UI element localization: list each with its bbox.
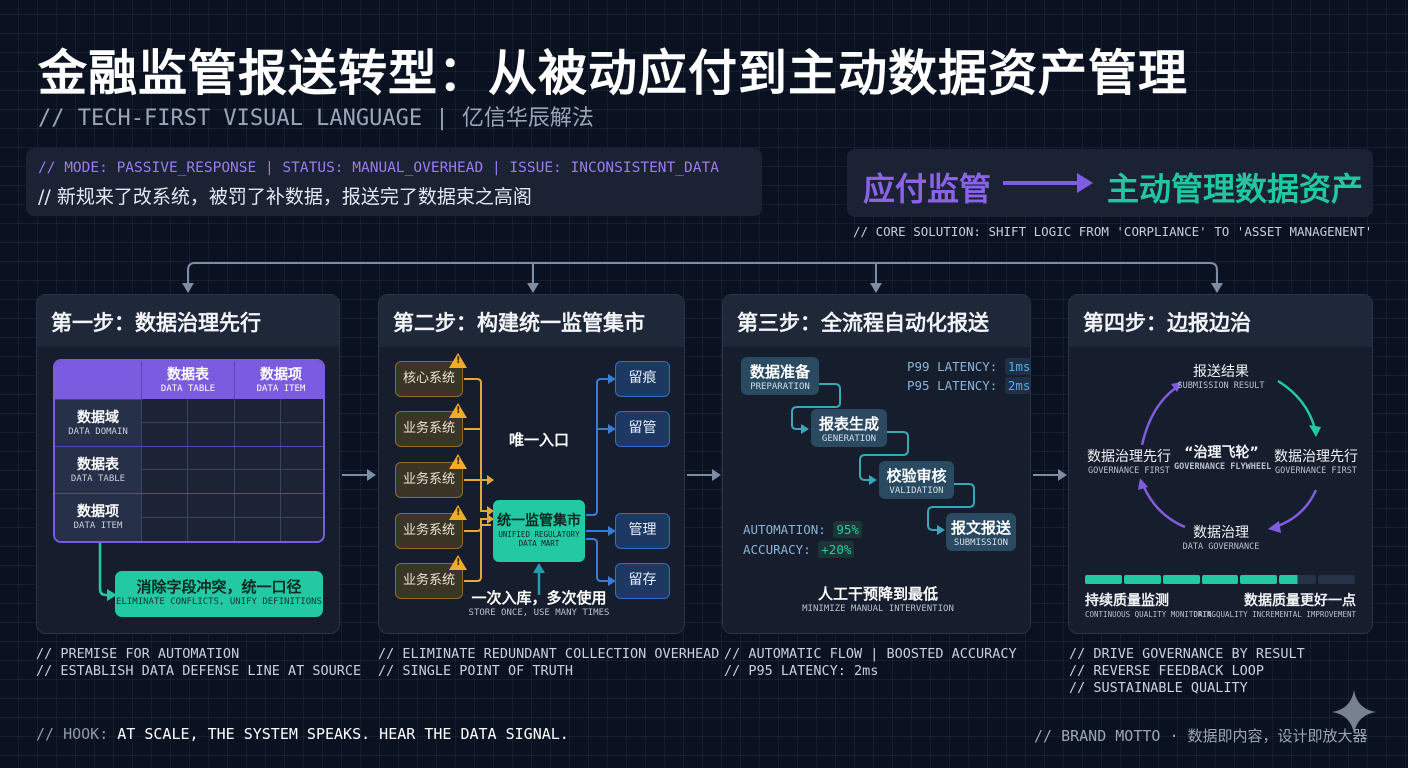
arrow-right-icon [1033,469,1067,481]
warning-icon: ! [449,454,467,469]
step-card-2: 第二步：构建统一监管集市 [378,294,685,634]
arrow-right-icon [342,469,376,481]
output-node: 留管 [615,411,670,447]
flywheel-cycle [1138,379,1321,533]
step-title: 第二步：构建统一监管集市 [379,295,684,347]
arrow-right-icon [869,475,877,485]
arrow-right-icon [937,525,945,535]
arrow-down-icon [1211,283,1223,293]
progress-segment [1162,575,1200,584]
page-title: 金融监管报送转型：从被动应付到主动数据资产管理 [38,45,1189,102]
flow-connectors [791,383,975,535]
step-2-notes: // ELIMINATE REDUNDANT COLLECTION OVERHE… [378,646,720,679]
arrow-down-icon [182,283,194,293]
step-1-notes: // PREMISE FOR AUTOMATION// ESTABLISH DA… [36,646,362,679]
arrow-icon [1268,521,1281,533]
arrow-right-icon [608,374,616,384]
arrow-icon [1138,478,1148,490]
step-3-notes: // AUTOMATIC FLOW | BOOSTED ACCURACY// P… [724,646,1017,679]
solution-from: 应付监管 [863,170,992,208]
cycle-arrow [1277,379,1317,430]
output-node: 留存 [615,563,670,599]
page-subtitle: // TECH-FIRST VISUAL LANGUAGE | 亿信华辰解法 [38,106,594,131]
performance-metric: ACCURACY: +20% [743,541,855,558]
arrow-up-icon [533,563,545,573]
performance-metric: AUTOMATION: 95% [743,521,862,538]
step-title: 第一步：数据治理先行 [37,295,339,347]
warning-icon: ! [449,353,467,368]
flow-connector [98,543,117,601]
progress-segment [1279,575,1317,584]
arrow-icon [1171,382,1182,392]
brand-motto: // BRAND MOTTO · 数据即内容，设计即放大器 [1034,727,1368,745]
step-title: 第三步：全流程自动化报送 [723,295,1030,347]
arrow-down-icon [870,283,882,293]
arrow-right-icon [801,424,809,434]
entry-label: 唯一入口 [509,431,570,449]
cycle-arrow [1274,489,1318,529]
arrow-right-icon [107,589,117,601]
solution-panel: 应付监管 主动管理数据资产 [847,149,1373,217]
progress-segment [1318,575,1356,584]
cycle-center: “治理飞轮”GOVERNANCE FLYWHEEL [1174,445,1272,472]
cycle-arrow [1141,484,1186,529]
warning-icon: ! [449,403,467,418]
output-node: 管理 [615,513,670,549]
warning-icon: ! [449,555,467,570]
arrow-icon [1309,425,1321,437]
source-system: 业务系统 [395,563,463,599]
quality-progress-bar [1085,575,1356,584]
arrow-down-icon [527,283,539,293]
step-4-notes: // DRIVE GOVERNANCE BY RESULT// REVERSE … [1069,646,1305,696]
cycle-arrow [1140,385,1178,446]
output-node: 留痕 [615,361,670,397]
core-solution-caption: // CORE SOLUTION: SHIFT LOGIC FROM 'CORP… [853,224,1373,239]
sparkle-icon [1332,690,1376,734]
progress-segment [1201,575,1239,584]
footer-hook: // HOOK: AT SCALE, THE SYSTEM SPEAKS. HE… [36,725,569,743]
progress-segment [1123,575,1161,584]
step-title: 第四步：边报边治 [1069,295,1372,347]
arrow-right-icon [608,424,616,434]
solution-to: 主动管理数据资产 [1107,170,1364,208]
distribution-connector [182,262,1223,293]
problem-panel: // MODE: PASSIVE_RESPONSE | STATUS: MANU… [26,148,762,216]
connector-line [187,262,1218,292]
progress-segment [1085,575,1122,584]
warning-icon: ! [449,505,467,520]
arrow-right-icon [687,469,721,481]
problem-description: // 新规来了改系统，被罚了补数据，报送完了数据束之高阁 [38,186,532,208]
arrow-right-icon [1003,173,1093,193]
latency-metric: P95 LATENCY: 2ms [907,377,1030,394]
problem-status-line: // MODE: PASSIVE_RESPONSE | STATUS: MANU… [38,160,719,176]
latency-metric: P99 LATENCY: 1ms [907,358,1030,375]
arrow-right-icon [608,526,616,536]
mart-connectors [464,374,616,595]
arrow-right-icon [608,576,616,586]
progress-segment [1240,575,1278,584]
